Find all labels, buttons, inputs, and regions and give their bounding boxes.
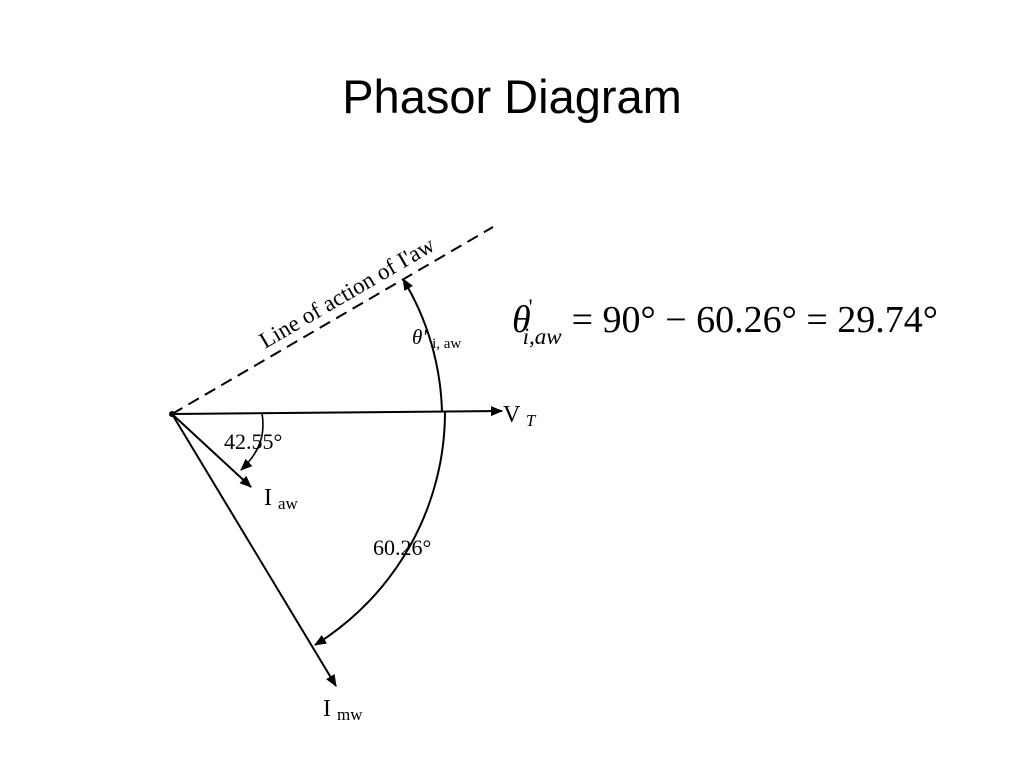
equation-rhs: = 90° − 60.26° = 29.74° [571,299,939,341]
vt-label-main: V [503,402,521,428]
angle-small-label: 42.55° [224,429,282,454]
equation-prime: ' [528,294,533,319]
angle-large-label: 60.26° [373,535,431,560]
vt-phasor [171,406,503,417]
vt-label: V T [503,402,537,430]
theta-equation: θ' i,aw = 90° − 60.26° = 29.74° [512,290,938,355]
theta-prime-symbol: θ' [412,325,427,349]
imw-label-main: I [323,696,331,722]
imw-label-subscript: mw [337,705,363,724]
theta-prime-subscript: i, aw [432,336,461,352]
equation-subscript: i,aw [522,324,562,349]
line-of-action-dashed [171,226,494,415]
iaw-label: I aw [264,485,299,513]
vt-label-subscript: T [526,411,537,430]
theta-prime-arc [402,278,443,413]
angle-42-arc [240,412,264,471]
imw-phasor [171,413,337,687]
origin-point [169,411,175,417]
imw-label: I mw [323,696,363,724]
equation-theta-symbol: θ [512,299,531,341]
theta-prime-label: θ' i, aw [412,325,461,352]
slide-title: Phasor Diagram [342,70,682,123]
iaw-label-subscript: aw [278,494,299,513]
iaw-phasor [171,413,252,488]
iaw-label-main: I [264,485,272,511]
angle-60-arc [314,411,446,646]
